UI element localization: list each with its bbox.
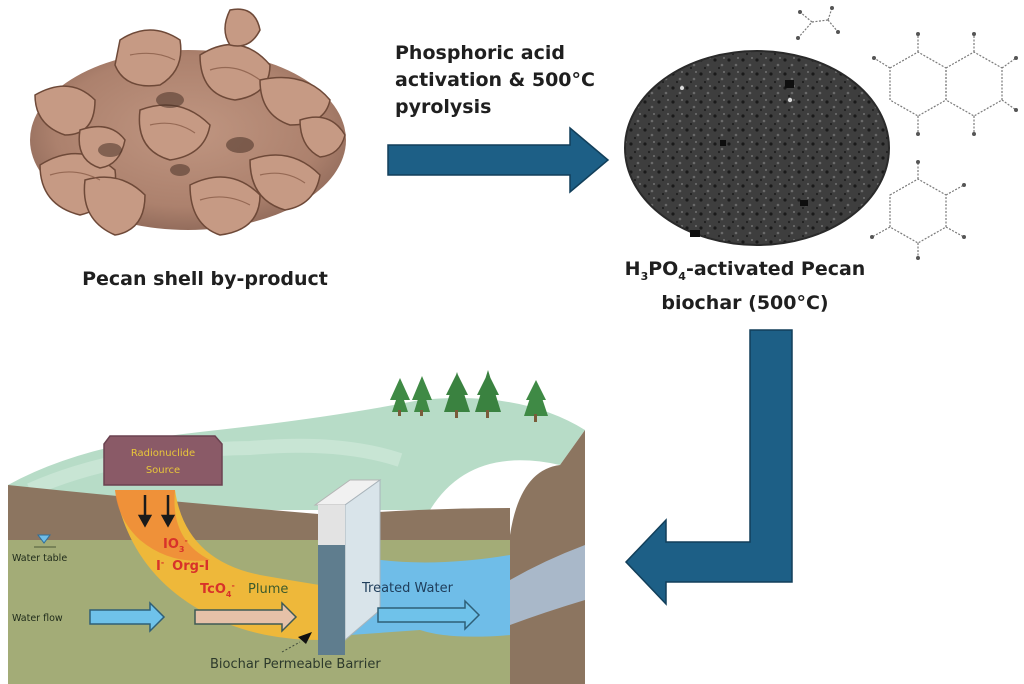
- biochar-caption-sub-4: 4: [678, 269, 686, 283]
- biochar-caption-h: H: [624, 258, 641, 280]
- biochar-image: [624, 6, 1018, 260]
- biochar-caption-po: PO: [648, 258, 679, 280]
- right-arrow-shape: [387, 126, 610, 194]
- right-face-aquifer: [510, 545, 585, 625]
- barrier-pointer-icon: [298, 632, 312, 644]
- pertechnetate-sub: 4: [226, 590, 232, 599]
- biochar-particle: [624, 50, 890, 246]
- water-flow-arrow: [89, 601, 166, 633]
- iodate-text: IO: [163, 537, 179, 552]
- pecan-shell-caption: Pecan shell by-product: [82, 268, 328, 290]
- pecan-shell-image: [30, 8, 346, 236]
- iodate-sub: 3: [179, 545, 185, 554]
- block-right-face: [510, 430, 585, 684]
- plume-flow-arrow: [194, 601, 298, 633]
- biochar-caption-line-2: biochar (500°C): [661, 291, 829, 314]
- water-table-label: Water table: [12, 553, 67, 564]
- radionuclide-source: Radionuclide Source: [103, 435, 223, 486]
- down-left-arrow: [624, 329, 793, 606]
- iodate-sup: -: [184, 536, 187, 545]
- biochar-caption-line-1: H3PO4-activated Pecan: [600, 256, 890, 290]
- biochar-caption: H3PO4-activated Pecan biochar (500°C): [600, 256, 890, 317]
- organo-iodine-text: Org-I: [172, 559, 209, 574]
- benzene-molecule: [871, 162, 965, 258]
- contaminant-iodide-org: I-Org-I: [156, 558, 209, 574]
- plume-label: Plume: [248, 582, 288, 597]
- naphthalene-molecule: [873, 34, 1017, 134]
- biochar-caption-sub-3: 3: [640, 269, 649, 283]
- water-flow-label: Water flow: [12, 613, 63, 624]
- pecan-shell-pile: [30, 8, 346, 236]
- trees: [390, 370, 548, 422]
- source-label-line-2: Source: [146, 465, 180, 476]
- activation-caption: Phosphoric acid activation & 500°C pyrol…: [395, 40, 635, 121]
- molecule-structures: [797, 7, 1017, 258]
- permeable-barrier: [313, 479, 382, 655]
- activation-caption-line-3: pyrolysis: [395, 96, 492, 118]
- pertechnetate-text: TcO: [200, 582, 226, 597]
- contaminant-pertechnetate: TcO4-: [200, 581, 235, 599]
- ethylene-molecule: [797, 7, 839, 39]
- ground-surface: [8, 398, 585, 510]
- contaminant-iodate: IO3-: [163, 536, 188, 554]
- pertechnetate-sup: -: [231, 581, 234, 590]
- water-table-icon: [37, 534, 51, 544]
- infiltration-arrows: [137, 495, 176, 528]
- source-label-line-1: Radionuclide: [131, 448, 195, 459]
- water-table-marker: Water table: [12, 534, 67, 564]
- iodide-sup: -: [161, 558, 164, 567]
- down-left-arrow-shape: [624, 329, 793, 606]
- treated-water-label: Treated Water: [361, 581, 454, 596]
- activation-caption-line-2: activation & 500°C: [395, 69, 595, 91]
- right-arrow: [387, 126, 610, 194]
- activation-caption-line-1: Phosphoric acid: [395, 42, 565, 64]
- biochar-caption-suffix: -activated Pecan: [685, 258, 866, 280]
- barrier-label: Biochar Permeable Barrier: [210, 657, 381, 672]
- site-diagram: Radionuclide Source Water table IO3- I-O…: [8, 370, 585, 684]
- iodide-text: I: [156, 559, 161, 574]
- treated-flow-arrow: [377, 599, 481, 631]
